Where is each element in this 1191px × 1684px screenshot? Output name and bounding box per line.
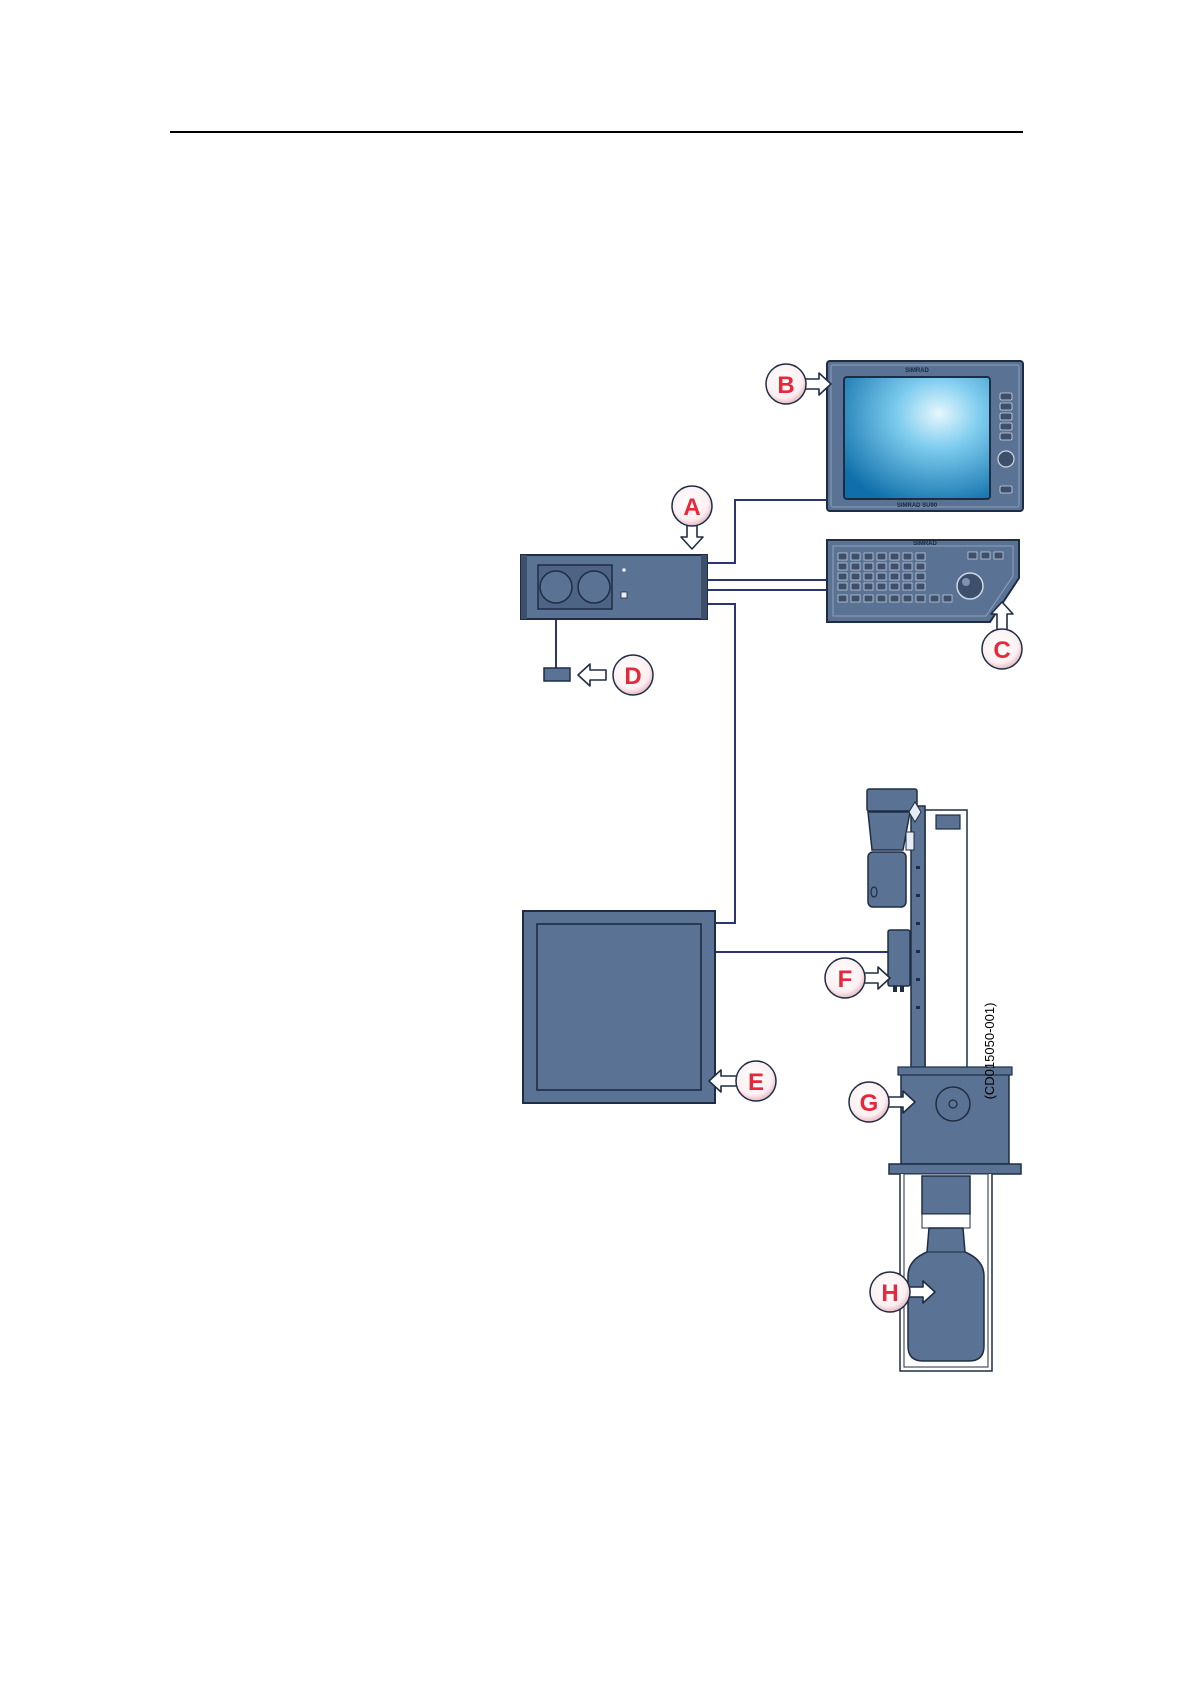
trunk-port-icon [936, 1087, 970, 1121]
figure-id: (CD015050-001) [982, 1003, 997, 1100]
callout-d: D [578, 655, 653, 695]
display-brand-bottom: SIMRAD SU90 [897, 503, 938, 509]
processor-unit [521, 555, 707, 619]
fan-icon [540, 571, 572, 603]
display-monitor: SIMRAD SIMRAD SU90 [827, 361, 1023, 511]
trackball-icon [957, 573, 983, 599]
cable-processor-to-transceiver [706, 604, 735, 923]
callout-e: E [709, 1061, 776, 1101]
callout-c-label: C [993, 637, 1010, 664]
callout-a: A [672, 486, 712, 549]
hoist-motor [868, 852, 906, 907]
display-brand-top: SIMRAD [905, 368, 929, 374]
callout-h-label: H [881, 1280, 898, 1307]
display-knob [998, 451, 1014, 467]
callout-f-label: F [838, 966, 853, 993]
keyboard-brand: SIMRAD [913, 541, 937, 547]
callout-f: F [825, 958, 890, 998]
callout-b: B [766, 364, 831, 404]
hoist-motor-top [867, 789, 917, 811]
cable-processor-to-display [706, 500, 826, 563]
callout-e-label: E [748, 1069, 764, 1096]
callout-d-label: D [624, 663, 641, 690]
callout-g-label: G [860, 1090, 879, 1117]
callout-a-label: A [683, 494, 700, 521]
operating-keyboard: SIMRAD [827, 540, 1019, 622]
trackball-unit [544, 668, 570, 681]
motor-control-unit [888, 930, 910, 986]
display-screen [844, 377, 990, 499]
callout-b-label: B [777, 372, 794, 399]
fan-icon [578, 571, 610, 603]
trunk-flange [889, 1164, 1021, 1174]
transceiver-unit [523, 911, 715, 1103]
transducer-shaft [922, 1176, 970, 1214]
